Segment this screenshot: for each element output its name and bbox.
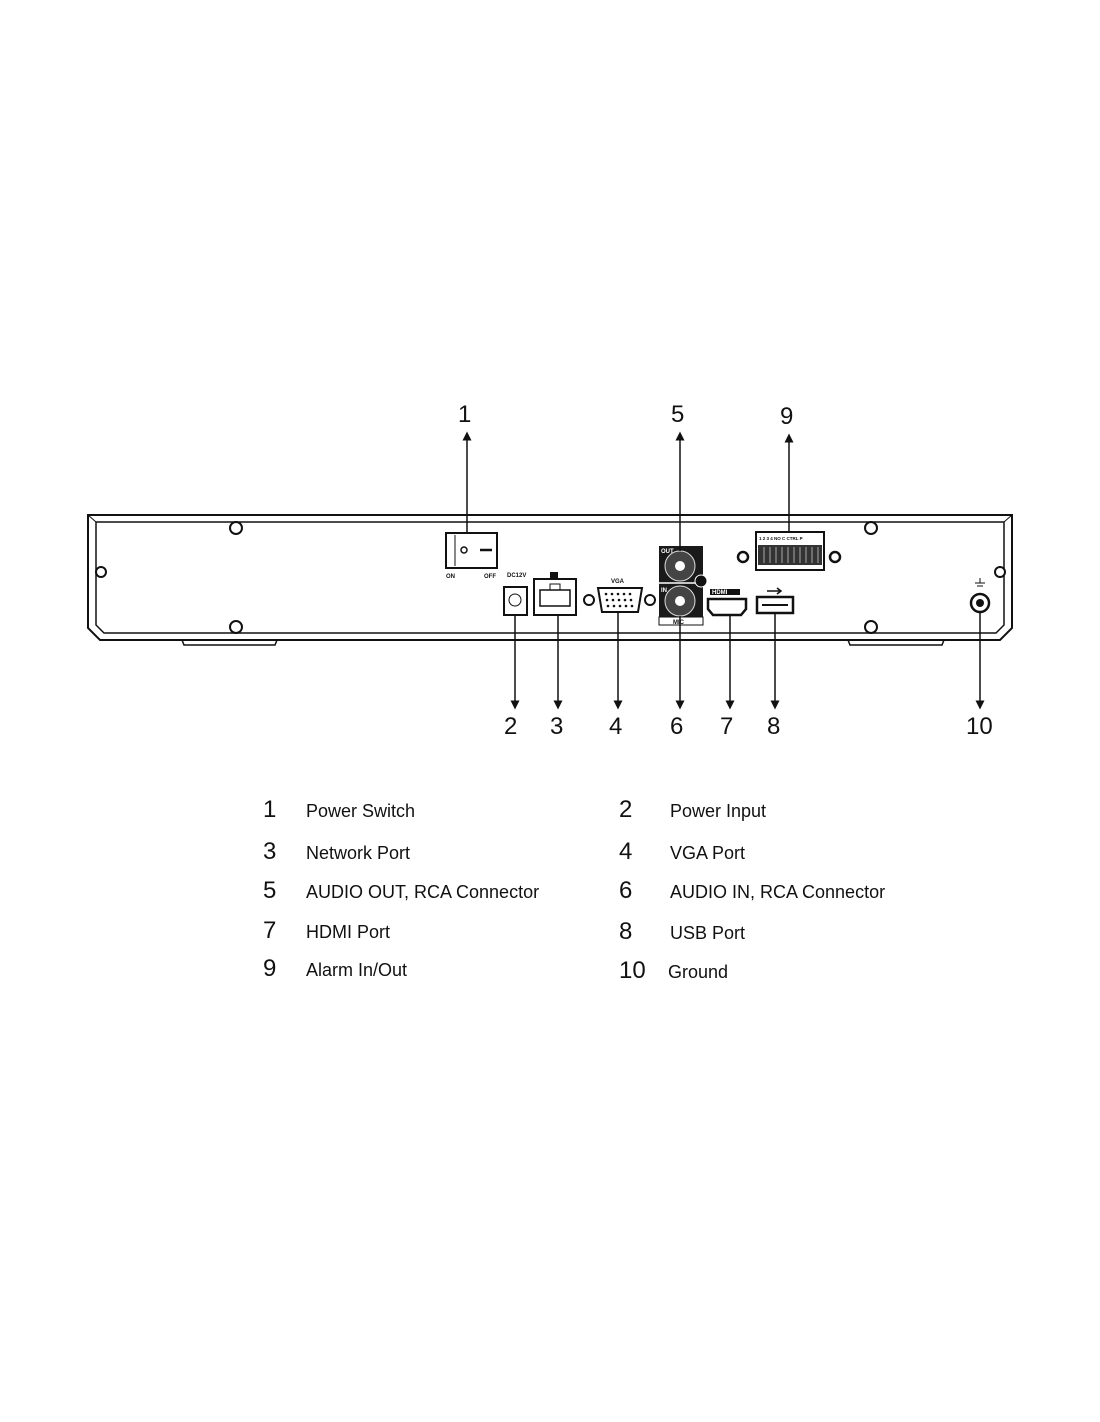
- callout-10: 10: [966, 713, 993, 740]
- svg-text:HDMI: HDMI: [712, 590, 728, 596]
- screws: [95, 521, 1006, 634]
- chassis: [87, 514, 1013, 646]
- vga-port: VGA: [583, 579, 656, 613]
- callout-6: 6: [670, 713, 683, 740]
- hdmi-port: HDMI: [706, 589, 748, 617]
- callout-1: 1: [458, 401, 471, 428]
- callout-2: 2: [504, 713, 517, 740]
- power-switch: ON OFF: [445, 532, 498, 580]
- power-input: DC12V: [503, 573, 528, 616]
- svg-text:1 2 3 4 NO C CTRL P: 1 2 3 4 NO C CTRL P: [759, 536, 803, 541]
- callout-7: 7: [720, 713, 733, 740]
- callout-4: 4: [609, 713, 622, 740]
- svg-text:IN: IN: [661, 588, 667, 594]
- callout-3: 3: [550, 713, 563, 740]
- svg-text:OUT: OUT: [661, 549, 674, 555]
- usb-port: [755, 587, 795, 615]
- callout-9: 9: [780, 403, 793, 430]
- ground-terminal: [969, 578, 991, 614]
- svg-text:OFF: OFF: [484, 574, 496, 580]
- audio-rca-block: OUT IN MIC: [658, 546, 708, 626]
- svg-text:DC12V: DC12V: [507, 573, 526, 579]
- svg-text:VGA: VGA: [611, 579, 625, 585]
- svg-text:ON: ON: [446, 574, 455, 580]
- network-port: [533, 572, 577, 616]
- svg-text:MIC: MIC: [673, 620, 685, 626]
- callout-arrows: [462, 431, 985, 710]
- callout-5: 5: [671, 401, 684, 428]
- alarm-terminal: 1 2 3 4 NO C CTRL P: [736, 531, 842, 571]
- callout-8: 8: [767, 713, 780, 740]
